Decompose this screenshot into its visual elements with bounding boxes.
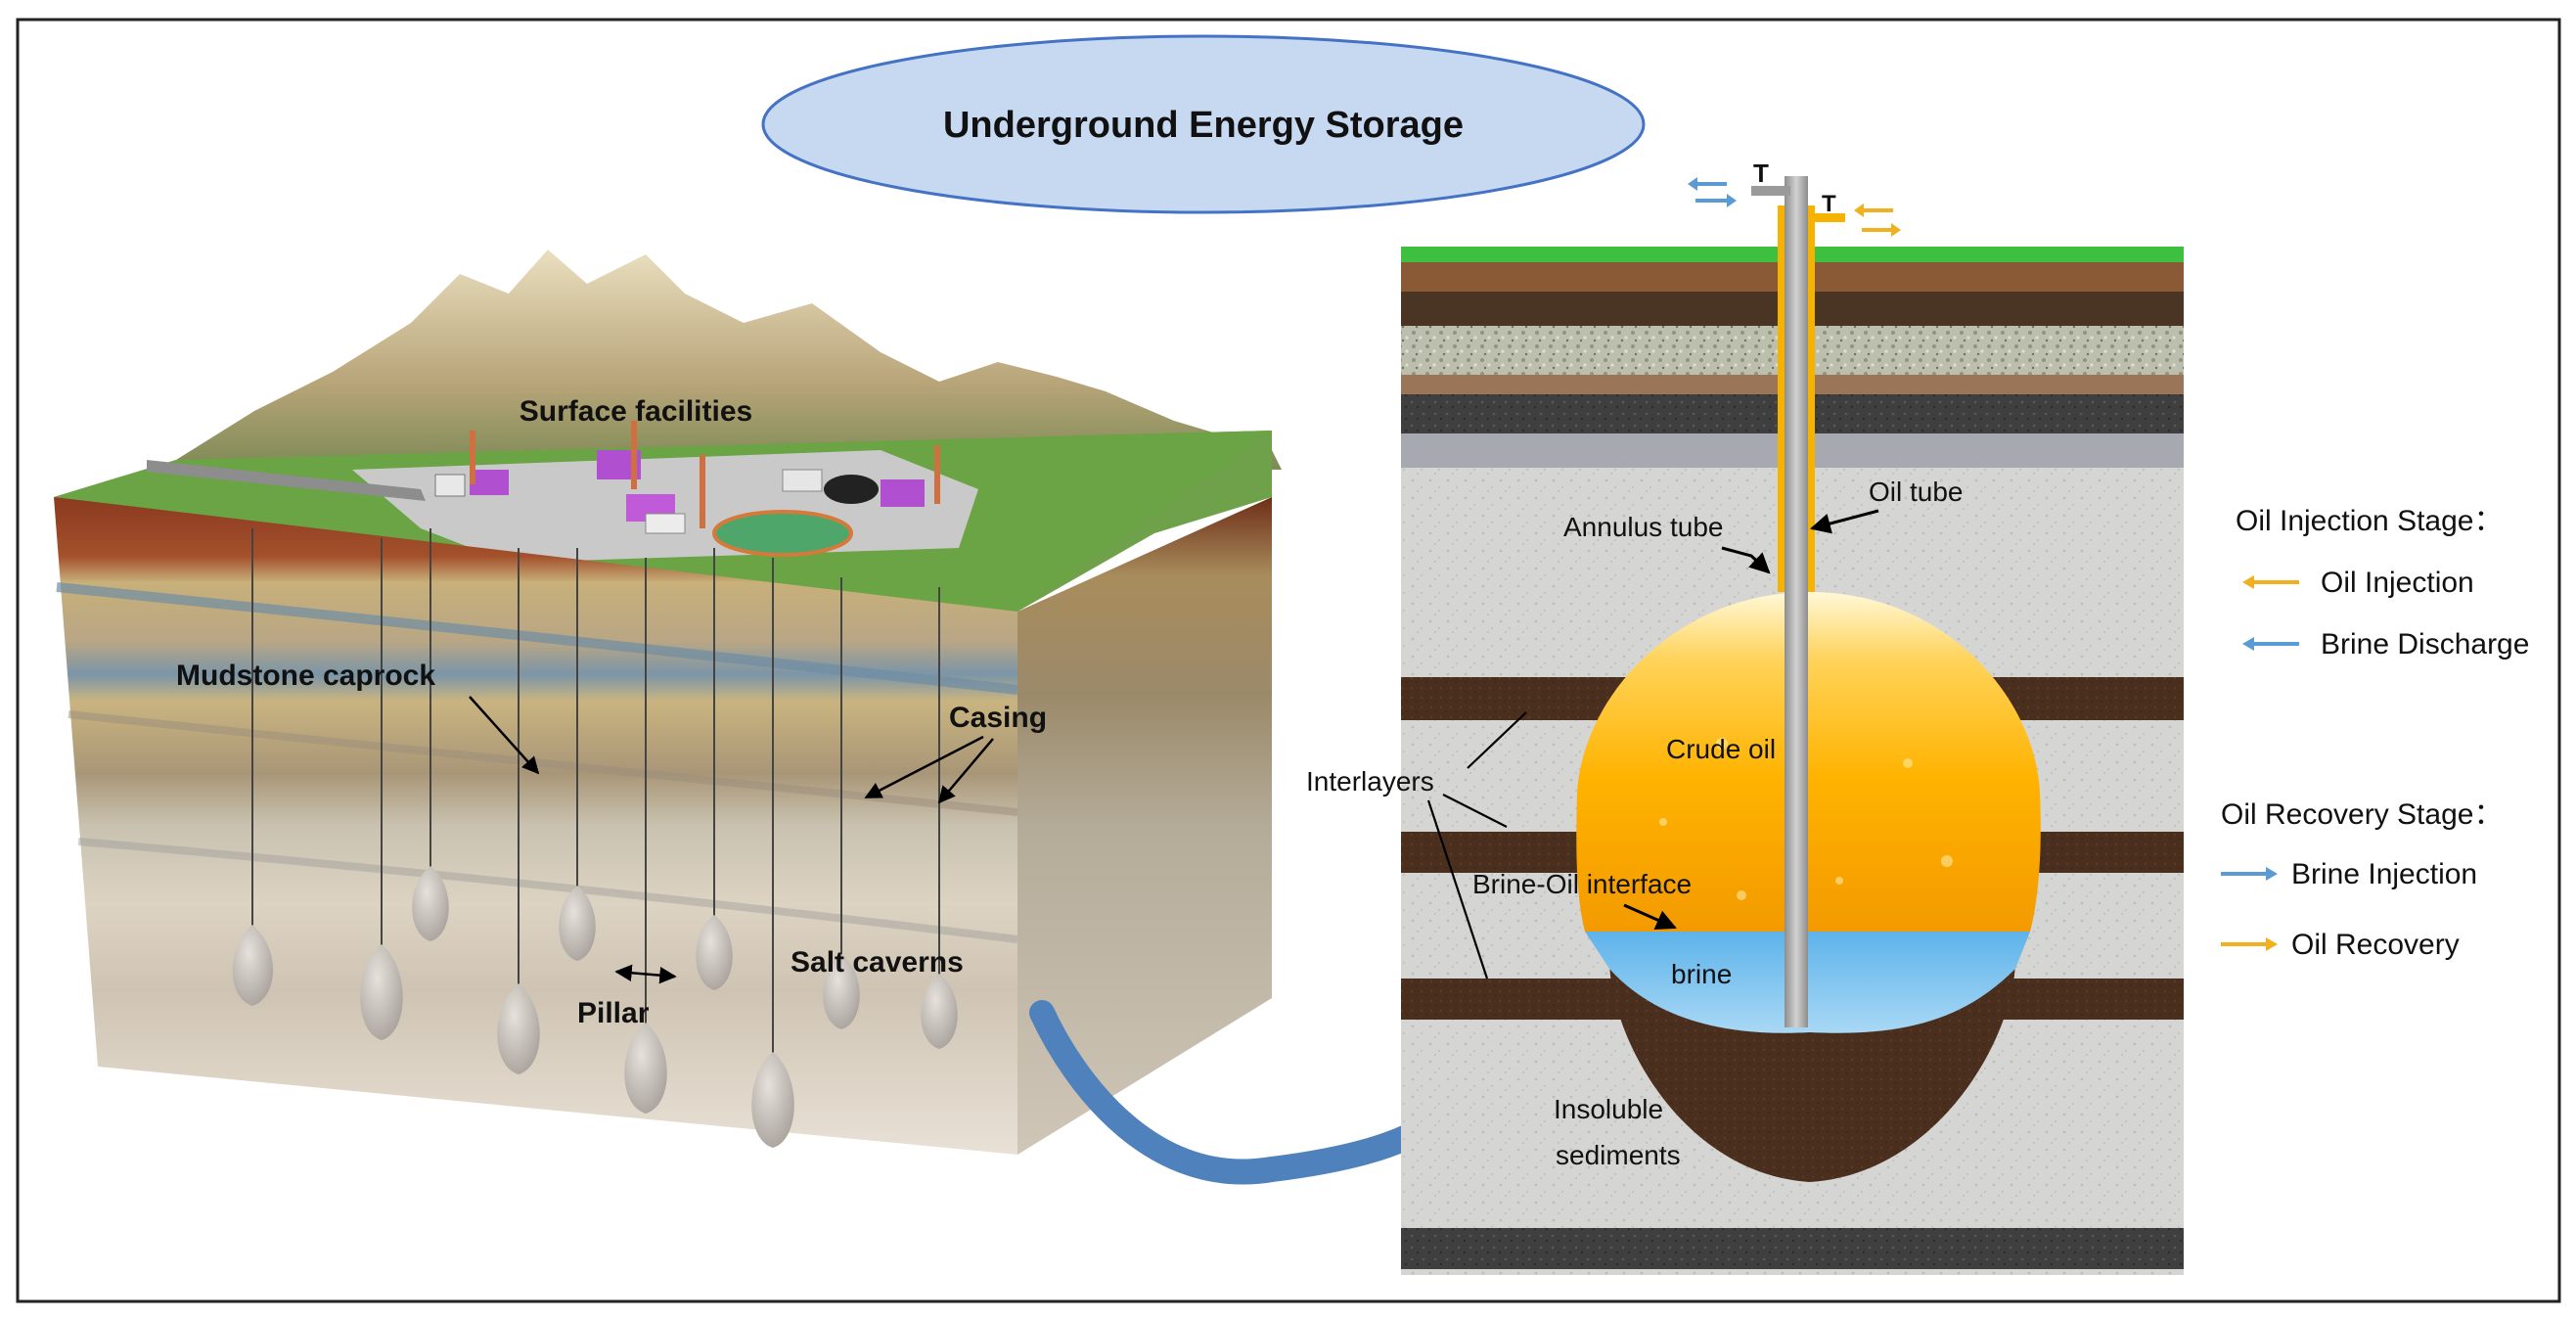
arrow-oil-tube	[1809, 509, 1879, 534]
bottom-dark-layer	[1401, 1228, 2184, 1269]
wellhead: T T	[1751, 159, 1845, 222]
surface-facility-buildings	[434, 421, 940, 534]
legend-injection-title: Oil Injection Stage：	[2236, 505, 2503, 537]
road	[147, 460, 426, 501]
svg-text:T: T	[1822, 191, 1836, 217]
label-oil-tube: Oil tube	[1869, 477, 1964, 507]
arrow-casing-2	[937, 738, 994, 804]
svg-text:T: T	[1753, 159, 1769, 188]
legend-oil-injection: Oil Injection	[2242, 567, 2474, 599]
left-geology-block: Surface facilities Mudstone caprock Casi…	[54, 250, 1282, 1155]
label-brine: brine	[1671, 959, 1732, 989]
title-text: Underground Energy Storage	[943, 105, 1464, 146]
right-cavern-section: T T Oil tube Annulus tube Crude oil Inte…	[1306, 159, 2184, 1275]
cavern	[1576, 592, 2041, 1182]
label-brine-oil-interface: Brine-Oil interface	[1472, 869, 1692, 899]
label-surface-facilities: Surface facilities	[520, 395, 752, 428]
arrow-casing-1	[864, 735, 984, 799]
mountain-range	[176, 250, 1282, 470]
block-side-face	[1017, 497, 1272, 1155]
pond	[712, 510, 853, 557]
arrow-annulus-tube	[1721, 546, 1771, 574]
label-mudstone-caprock: Mudstone caprock	[176, 660, 435, 692]
oil-tube	[1785, 176, 1808, 1027]
line-interlayer-1	[1467, 711, 1527, 769]
legend-brine-injection-label: Brine Injection	[2291, 858, 2477, 890]
label-insoluble-sediments-2: sediments	[1556, 1140, 1681, 1170]
legend-brine-discharge: Brine Discharge	[2242, 628, 2529, 660]
legend-brine-discharge-label: Brine Discharge	[2321, 628, 2529, 660]
label-casing: Casing	[949, 702, 1047, 734]
legend: Oil Injection Stage： Oil Injection Brine…	[2221, 505, 2529, 961]
title-ellipse	[761, 34, 1646, 214]
title-badge: Underground Energy Storage	[761, 34, 1646, 214]
legend-brine-injection: Brine Injection	[2221, 858, 2477, 890]
legend-oil-injection-label: Oil Injection	[2321, 567, 2474, 599]
arrow-mudstone	[469, 696, 540, 775]
legend-oil-recovery-label: Oil Recovery	[2291, 929, 2460, 961]
line-interlayer-2	[1442, 794, 1508, 828]
legend-recovery-title: Oil Recovery Stage：	[2221, 798, 2503, 831]
legend-oil-recovery: Oil Recovery	[2221, 929, 2460, 961]
label-interlayers: Interlayers	[1306, 766, 1434, 797]
arrow-interface	[1623, 903, 1677, 930]
label-pillar: Pillar	[577, 997, 650, 1029]
label-insoluble-sediments-1: Insoluble	[1554, 1094, 1663, 1124]
salt-cavern-shapes	[232, 866, 958, 1148]
arrow-pillar	[614, 964, 677, 984]
label-salt-caverns: Salt caverns	[791, 946, 964, 979]
casing-wells	[251, 528, 940, 1067]
wellhead-flow-arrows	[1688, 177, 1901, 237]
line-interlayer-3	[1426, 799, 1489, 979]
label-crude-oil: Crude oil	[1666, 734, 1776, 764]
label-annulus-tube: Annulus tube	[1563, 512, 1723, 542]
crude-oil-zone	[1576, 592, 2041, 932]
